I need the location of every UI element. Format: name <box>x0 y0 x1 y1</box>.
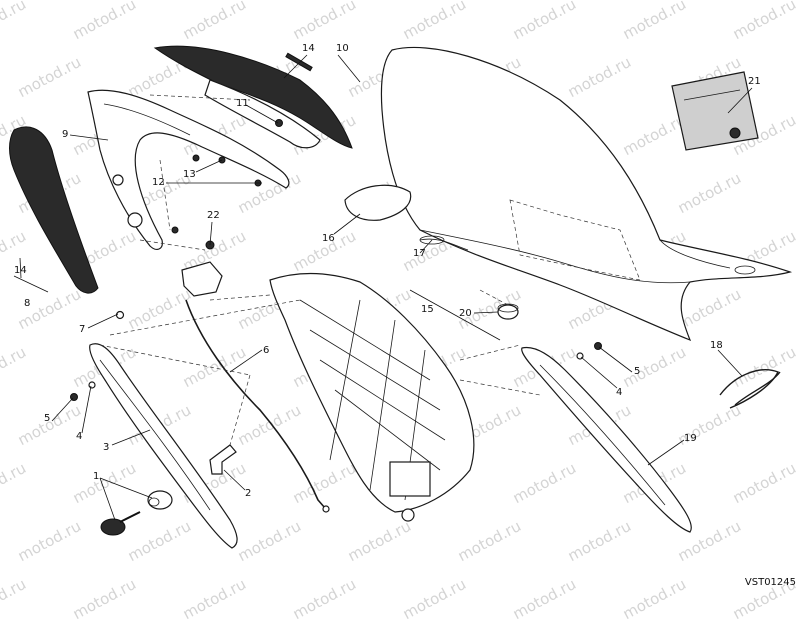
diagram-drawing <box>9 45 793 549</box>
part-22-lock-bracket <box>181 240 223 297</box>
callout-6: 6 <box>263 345 270 356</box>
part-18-loop-cable <box>719 369 781 409</box>
part-21-sticker <box>671 71 759 151</box>
part-3-side-panel-left <box>89 343 238 549</box>
callout-1: 1 <box>93 471 100 482</box>
callout-5-right: 5 <box>634 366 641 377</box>
part-15-rod <box>409 289 501 341</box>
callout-4-left: 4 <box>76 431 83 442</box>
callout-12: 12 <box>152 177 165 188</box>
callout-20: 20 <box>459 308 472 319</box>
part-9-rear-frame <box>87 89 290 250</box>
callout-16: 16 <box>322 233 335 244</box>
callout-2: 2 <box>245 488 252 499</box>
callout-11: 11 <box>236 98 249 109</box>
assembly-dashed-lines <box>99 94 541 446</box>
callout-22: 22 <box>207 210 220 221</box>
part-20-rubber-bumper <box>497 303 519 320</box>
callout-17: 17 <box>413 248 426 259</box>
part-1-lock-and-key <box>100 490 173 536</box>
callout-19: 19 <box>684 433 697 444</box>
part-2-bracket <box>209 444 237 475</box>
callout-15: 15 <box>421 304 434 315</box>
callout-3: 3 <box>103 442 110 453</box>
callout-9: 9 <box>62 129 69 140</box>
callout-21: 21 <box>748 76 761 87</box>
part-16-pad <box>344 184 412 221</box>
callout-7: 7 <box>79 324 86 335</box>
callout-5-left: 5 <box>44 413 51 424</box>
callout-13: 13 <box>183 169 196 180</box>
part-8-tail-cover-left <box>9 126 99 294</box>
part-19-side-panel-right <box>521 346 692 533</box>
callout-14-top: 14 <box>302 43 315 54</box>
callout-8: 8 <box>24 298 31 309</box>
part-seat <box>380 46 793 342</box>
callout-18: 18 <box>710 340 723 351</box>
part-center-frame <box>269 272 475 522</box>
callout-4-right: 4 <box>616 387 623 398</box>
callout-14-left: 14 <box>14 265 27 276</box>
callout-leader-lines <box>19 54 753 521</box>
part-6-seat-cable <box>185 299 326 509</box>
part-17-strap <box>419 235 469 251</box>
drawing-code: VST01245 <box>744 577 796 588</box>
callout-10: 10 <box>336 43 349 54</box>
